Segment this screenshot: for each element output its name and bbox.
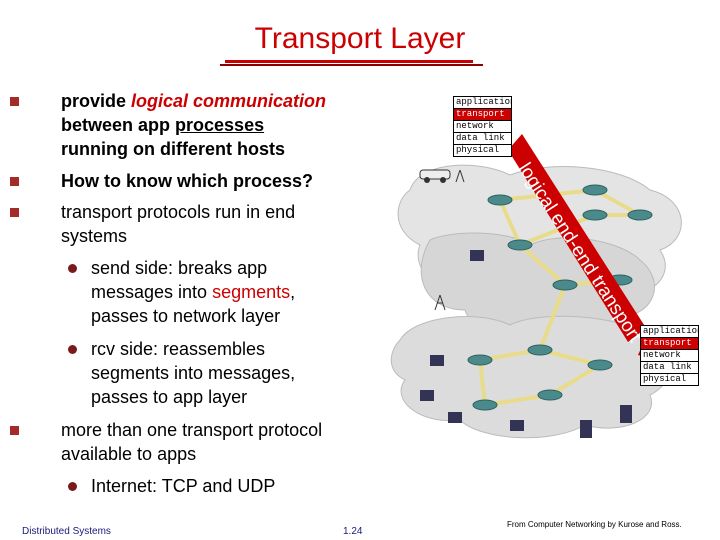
bullet-square-icon: [10, 208, 19, 217]
stack-layer-transport: transport: [641, 338, 698, 350]
bullet-dot-icon: [68, 264, 77, 273]
bullet-text: ,: [290, 282, 296, 302]
network-diagram: logical end-end transport: [390, 134, 682, 439]
stack-layer-network: network: [454, 121, 511, 133]
stack-layer-transport: transport: [454, 109, 511, 121]
footer-credit: From Computer Networking by Kurose and R…: [507, 520, 682, 529]
stack-layer-physical: physical: [643, 374, 687, 384]
bullet-text: passes to app layer: [91, 387, 248, 407]
car-icon: [419, 169, 451, 183]
bullet-text: between app: [61, 115, 176, 135]
bullet-dot-icon: [68, 482, 77, 491]
bullet-text: available to apps: [61, 444, 197, 464]
slide-title: Transport Layer: [254, 22, 466, 55]
stack-layer-physical: physical: [456, 145, 500, 155]
bullet-square-icon: [10, 426, 19, 435]
bullet-text: How to know which process?: [61, 171, 314, 191]
antenna-icons: [434, 169, 465, 311]
stack-layer-application: application: [454, 97, 511, 109]
network-cloud-bottom: [390, 315, 671, 439]
bullet-dot-icon: [68, 345, 77, 354]
bullet-text: provide: [61, 91, 132, 111]
bullet-text: messages into: [91, 282, 213, 302]
stack-layer-network: network: [641, 350, 698, 362]
bullet-square-icon: [10, 177, 19, 186]
emphasis-segments: segments: [212, 282, 291, 302]
protocol-stack-sender: application transport network data link …: [453, 96, 512, 157]
bullet-text: more than one transport protocol: [61, 420, 323, 440]
title-underline: [225, 60, 473, 63]
bullet-text: rcv side: reassembles: [91, 339, 266, 359]
bullet-text: running on different hosts: [61, 139, 285, 159]
router-icons: [467, 184, 653, 411]
title-underline-shadow: [220, 64, 483, 66]
bullet-text: segments into messages,: [91, 363, 296, 383]
stack-layer-data-link: data link: [454, 133, 511, 145]
stack-layer-data-link: data link: [641, 362, 698, 374]
bullet-square-icon: [10, 97, 19, 106]
footer-page-number: 1.24: [343, 526, 363, 537]
emphasis-logical-communication: logical communication: [131, 91, 327, 111]
bullet-text: Internet: TCP and UDP: [91, 476, 276, 496]
bullet-text: send side: breaks app: [91, 258, 268, 278]
bullet-text: passes to network layer: [91, 306, 281, 326]
host-computer-icons: [420, 250, 632, 438]
protocol-stack-receiver: application transport network data link …: [640, 325, 699, 386]
footer-course: Distributed Systems: [22, 526, 111, 537]
bullet-text: systems: [61, 226, 128, 246]
bullet-text: transport protocols run in end: [61, 202, 296, 222]
emphasis-processes: processes: [175, 115, 265, 135]
stack-layer-application: application: [641, 326, 698, 338]
